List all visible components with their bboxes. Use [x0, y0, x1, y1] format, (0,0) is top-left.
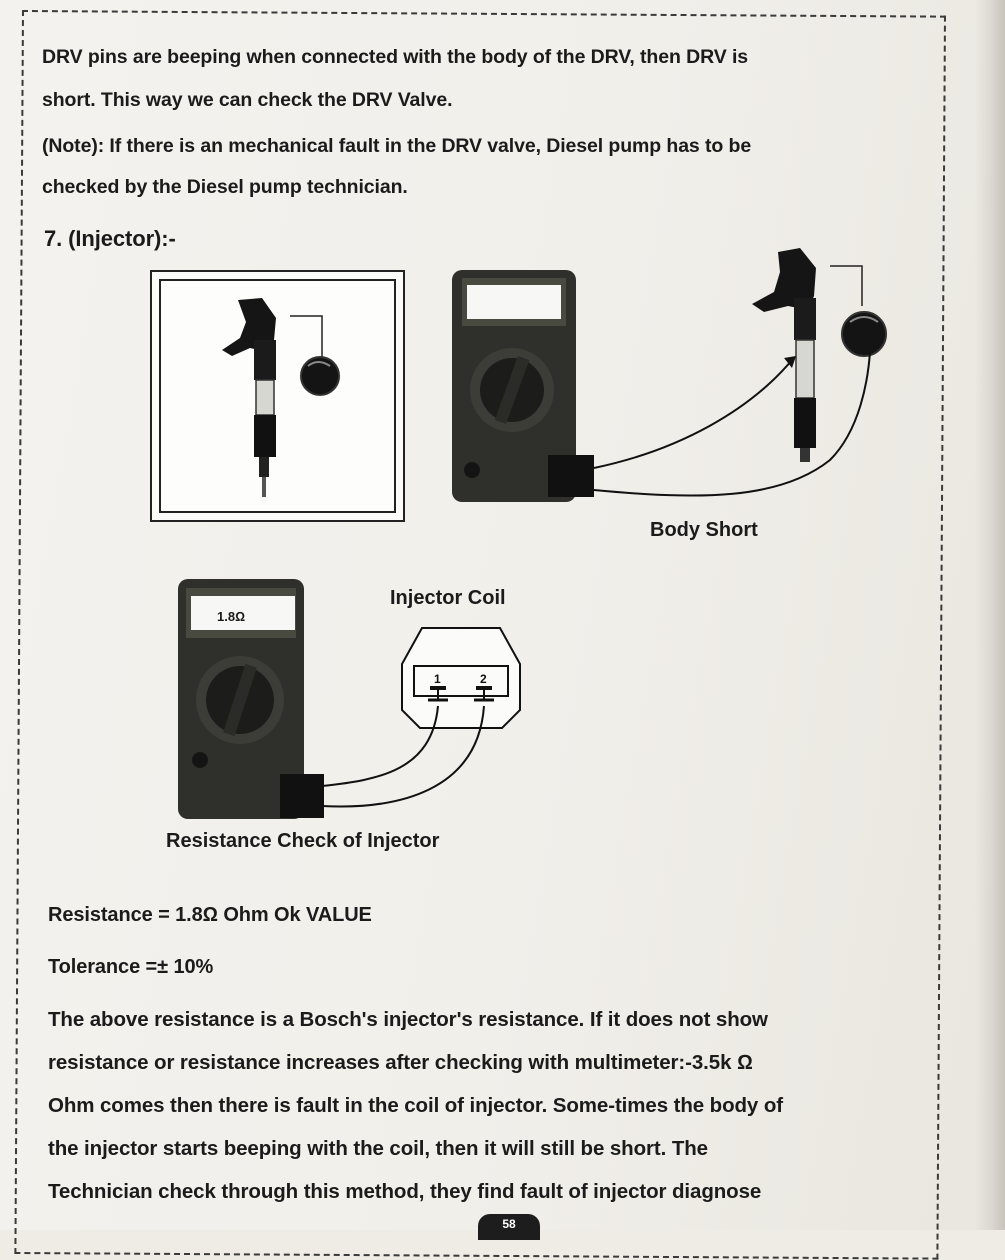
injector-icon-left: [222, 298, 340, 497]
note-line-1: (Note): If there is an mechanical fault …: [42, 135, 752, 157]
tolerance-spec: Tolerance =± 10%: [48, 956, 214, 978]
multimeter-top: [452, 270, 594, 502]
resistance-spec: Resistance = 1.8Ω Ohm Ok VALUE: [48, 904, 372, 926]
page-content: DRV pins are beeping when connected with…: [42, 46, 887, 1203]
test-lead-pin-2: [321, 705, 485, 808]
paragraph-1-line-2: short. This way we can check the DRV Val…: [42, 89, 453, 111]
pin-2-label: 2: [480, 672, 487, 686]
paragraph-1-line-1: DRV pins are beeping when connected with…: [42, 46, 749, 68]
injector-coil-connector: [401, 627, 521, 729]
section-heading: 7. (Injector):-: [44, 226, 176, 251]
test-lead-to-injector-body: [593, 359, 793, 469]
paragraph-2-line-3: Ohm comes then there is fault in the coi…: [48, 1094, 783, 1117]
injector-coil-caption: Injector Coil: [390, 587, 506, 609]
note-line-2: checked by the Diesel pump technician.: [42, 176, 408, 198]
paragraph-2-line-2: resistance or resistance increases after…: [48, 1051, 753, 1074]
multimeter-bottom: [178, 579, 324, 819]
pin-1-label: 1: [434, 672, 441, 686]
body-short-caption: Body Short: [650, 519, 758, 541]
paragraph-2-line-5: Technician check through this method, th…: [48, 1180, 762, 1203]
paragraph-2-line-1: The above resistance is a Bosch's inject…: [48, 1008, 768, 1031]
paragraph-2-line-4: the injector starts beeping with the coi…: [48, 1137, 708, 1160]
injector-icon-right: [752, 248, 887, 462]
test-lead-to-ground: [593, 351, 871, 497]
injector-test-figure: 1.8Ω 1 2: [150, 248, 887, 819]
page-edge-shadow: [975, 0, 1005, 1230]
meter-reading: 1.8Ω: [217, 609, 245, 624]
injector-photo-frame: [150, 270, 405, 522]
resistance-check-caption: Resistance Check of Injector: [166, 830, 440, 852]
test-lead-pin-1: [321, 705, 439, 787]
page-number-tab: 58: [478, 1214, 540, 1240]
